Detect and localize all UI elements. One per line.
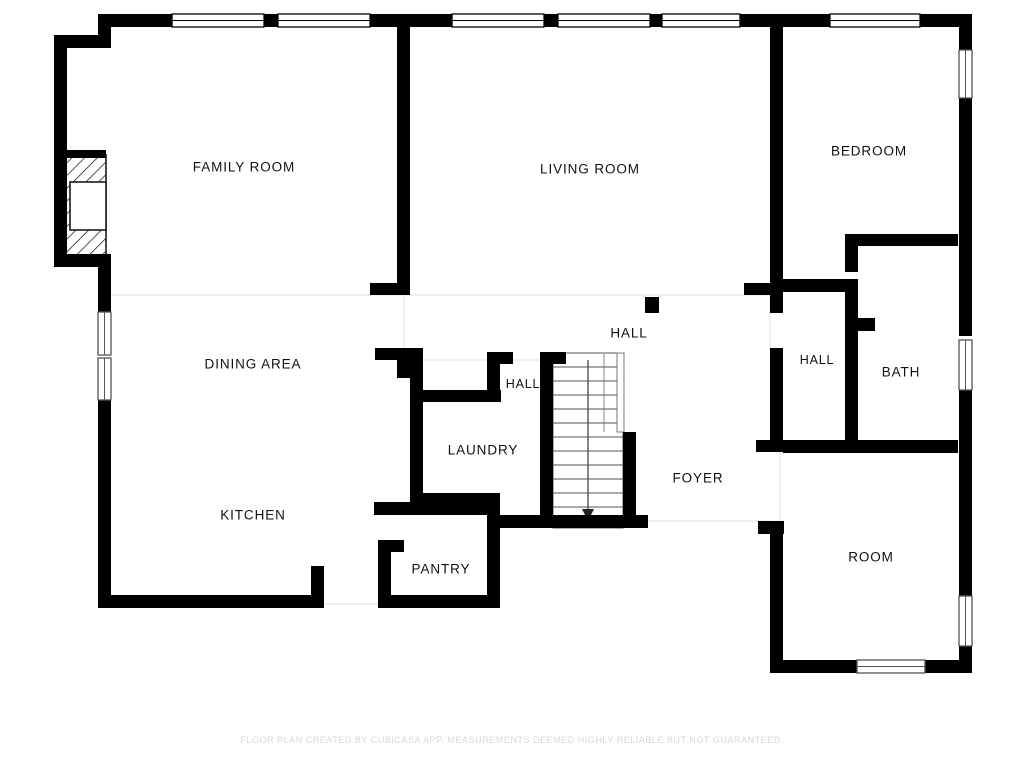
room-label-hall-main: HALL xyxy=(610,325,648,341)
room-label-bedroom: BEDROOM xyxy=(830,143,908,159)
room-label-room-lower: ROOM xyxy=(848,549,894,565)
room-label-kitchen: KITCHEN xyxy=(220,507,286,523)
room-label-family-room: FAMILY ROOM xyxy=(192,159,296,175)
room-label-hall-center: HALL xyxy=(505,377,541,391)
footer-disclaimer: FLOOR PLAN CREATED BY CUBICASA APP. MEAS… xyxy=(240,735,784,745)
room-label-foyer: FOYER xyxy=(672,470,724,486)
room-label-laundry: LAUNDRY xyxy=(447,442,519,458)
room-label-hall-right: HALL xyxy=(799,353,835,367)
room-label-living-room: LIVING ROOM xyxy=(540,161,640,177)
room-label-pantry: PANTRY xyxy=(411,561,471,577)
room-label-dining-area: DINING AREA xyxy=(204,356,302,372)
windows xyxy=(97,13,973,674)
column-marker xyxy=(645,297,659,313)
room-label-bath: BATH xyxy=(881,364,921,380)
staircase-down xyxy=(552,352,625,529)
walls xyxy=(54,14,972,673)
